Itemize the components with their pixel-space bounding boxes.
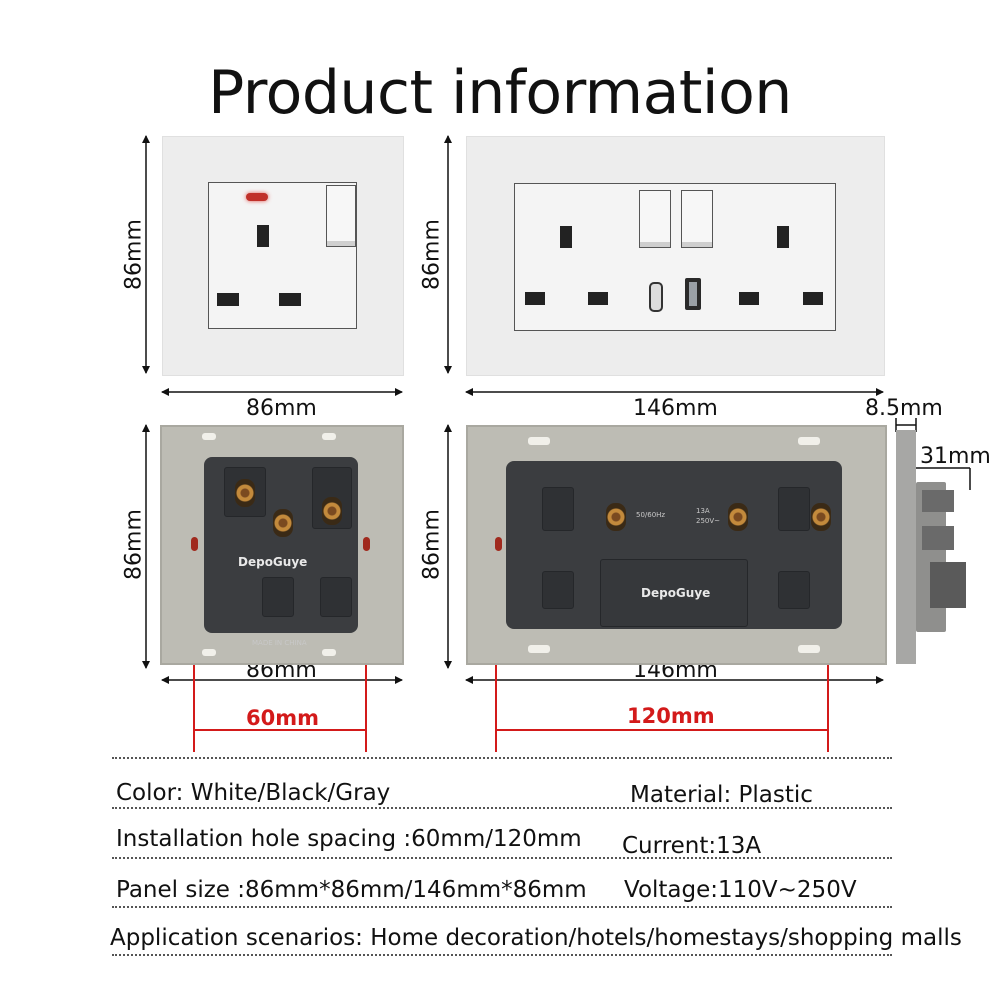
neutral-pin-slot [217,293,239,306]
spec-color: Color: White/Black/Gray [116,780,391,806]
label-single-height: 86mm [121,219,147,290]
double-socket-face [514,183,836,331]
neon-indicator [246,193,268,201]
rocker-switch-right [681,190,713,248]
double-socket-front [466,136,885,376]
brand-label: DepoGuye [641,586,711,600]
rocker-switch [326,185,356,247]
pin-slot [525,292,545,305]
single-socket-face [208,182,357,329]
single-socket-front [162,136,404,376]
single-socket-back: DepoGuye MADE IN CHINA [160,425,404,665]
live-pin-slot [279,293,301,306]
terminal-screw [811,503,831,531]
freq-label: 50/60Hz [636,511,666,519]
terminal-screw [322,497,342,525]
spec-hole-spacing: Installation hole spacing :60mm/120mm [116,826,582,852]
usb-a-port [685,278,701,310]
terminal-screw [235,479,255,507]
brand-label: DepoGuye [238,555,308,569]
side-plate [896,430,916,664]
earth-pin-slot-left [560,226,572,248]
switch-module: DepoGuye [600,559,748,627]
usb-c-port [649,282,663,312]
spec-application: Application scenarios: Home decoration/h… [110,925,962,951]
spec-material: Material: Plastic [630,782,813,808]
label-back-double-height: 86mm [419,509,445,580]
label-total-depth: 31mm [920,444,991,469]
mount-hole-right [363,537,370,551]
label-back-single-height: 86mm [121,509,147,580]
label-double-height: 86mm [419,219,445,290]
spec-voltage: Voltage:110V~250V [624,877,857,903]
rating-voltage-label: 250V~ [696,517,721,525]
rating-current-label: 13A [696,507,710,515]
earth-pin-slot [257,225,269,247]
spec-panel-size: Panel size :86mm*86mm/146mm*86mm [116,877,587,903]
terminal-screw [606,503,626,531]
mount-hole-left [191,537,198,551]
spec-current: Current:13A [622,833,762,859]
label-double-width: 146mm [633,396,718,421]
pin-slot [739,292,759,305]
single-socket-body: DepoGuye [204,457,358,633]
made-in-label: MADE IN CHINA [252,639,307,647]
label-hole-spacing-double: 120mm [627,704,715,728]
pin-slot [588,292,608,305]
mount-hole-left [495,537,502,551]
double-socket-body: 50/60Hz 13A 250V~ DepoGuye [506,461,842,629]
terminal-screw [728,503,748,531]
terminal-screw [273,509,293,537]
page-title: Product information [208,58,792,128]
label-single-width: 86mm [246,396,317,421]
double-socket-back: 50/60Hz 13A 250V~ DepoGuye [466,425,887,665]
rocker-switch-left [639,190,671,248]
label-hole-spacing-single: 60mm [246,706,319,730]
label-plate-depth: 8.5mm [865,396,943,421]
earth-pin-slot-right [777,226,789,248]
pin-slot [803,292,823,305]
